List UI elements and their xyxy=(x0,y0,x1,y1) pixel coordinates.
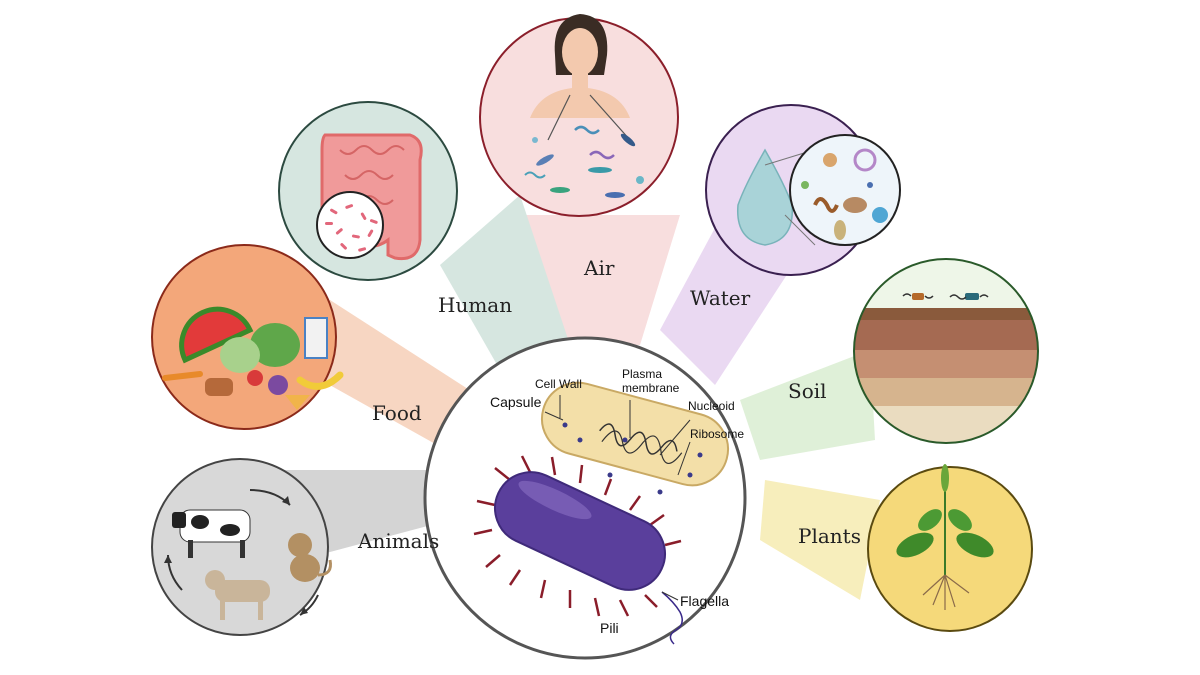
dog-icon xyxy=(205,570,270,620)
pizza-icon xyxy=(285,395,310,410)
animals-label: Animals xyxy=(357,529,439,553)
milk-carton-icon xyxy=(304,317,328,359)
pili-bacterium xyxy=(473,455,683,645)
plasma-membrane-label-1: Plasma xyxy=(622,367,662,381)
water-circle xyxy=(705,104,901,276)
water-drop-icon xyxy=(737,148,793,246)
cow-icon xyxy=(172,509,251,558)
air-microbes xyxy=(524,125,644,198)
air-wedge xyxy=(520,215,680,345)
plants-circle xyxy=(867,464,1033,632)
soil-circle xyxy=(853,258,1039,444)
capsule-label: Capsule xyxy=(490,394,542,410)
bacterium-circle: Cell Wall Plasma membrane Capsule Nucleo… xyxy=(423,336,747,660)
air-circle xyxy=(479,14,679,217)
soil-label: Soil xyxy=(788,379,827,403)
soil-wedge xyxy=(740,350,875,460)
banana-icon xyxy=(296,371,344,390)
plants-wedge xyxy=(760,480,880,600)
cabbage-icon xyxy=(220,337,260,373)
air-label: Air xyxy=(583,256,615,280)
intestine-zoom xyxy=(316,191,384,259)
plants-label: Plants xyxy=(798,524,861,548)
water-microbes xyxy=(801,148,888,240)
woman-face xyxy=(562,28,598,76)
food-circle xyxy=(151,244,344,430)
human-wedge xyxy=(440,195,570,370)
monkey-icon xyxy=(288,533,332,582)
lettuce-icon xyxy=(250,323,300,367)
ribosome-label: Ribosome xyxy=(690,427,744,441)
watermelon-icon xyxy=(179,306,254,364)
plant-icon xyxy=(896,464,994,610)
animals-circle xyxy=(151,458,332,636)
plasma-membrane-label-2: membrane xyxy=(622,381,680,395)
flagella-label: Flagella xyxy=(680,593,729,609)
human-circle xyxy=(278,101,458,281)
burger-icon xyxy=(205,378,233,396)
nucleoid-label: Nucleoid xyxy=(688,399,735,413)
human-label: Human xyxy=(438,293,512,317)
label-leaders xyxy=(544,395,691,601)
soil-microbes xyxy=(902,293,989,300)
pili-label: Pili xyxy=(600,620,619,636)
woman-shoulders xyxy=(530,88,630,118)
apple-icon xyxy=(247,370,263,386)
grapes-icon xyxy=(268,375,288,395)
water-label: Water xyxy=(690,286,751,310)
flagellum xyxy=(661,591,683,645)
rod-bacterium-cutaway xyxy=(541,381,729,495)
cell-wall-label: Cell Wall xyxy=(535,377,582,391)
carrot-icon xyxy=(162,371,203,381)
food-label: Food xyxy=(372,401,422,425)
